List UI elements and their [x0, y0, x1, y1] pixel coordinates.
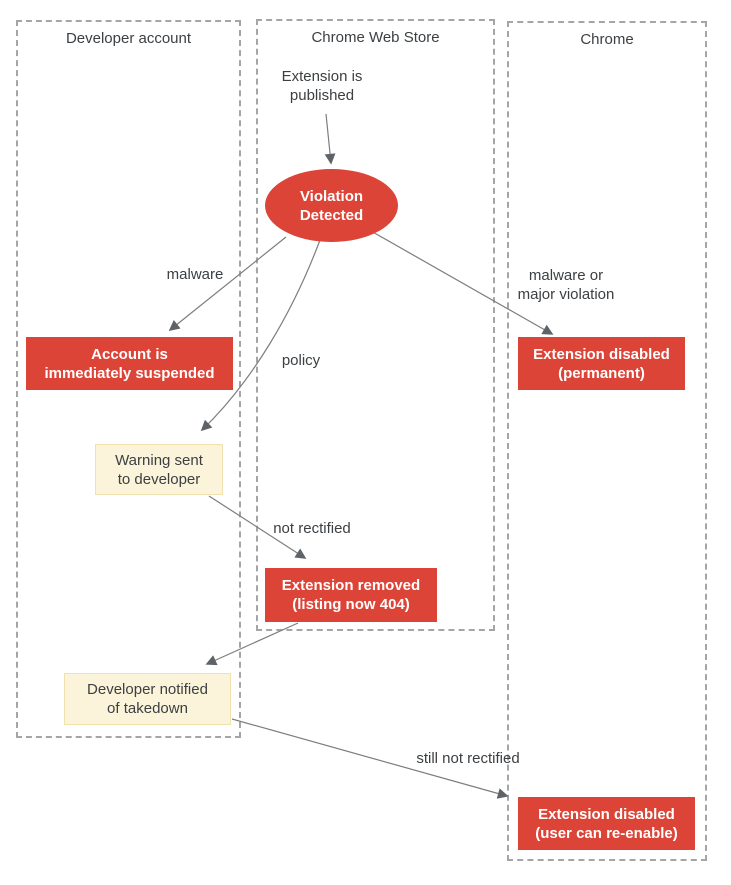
edge-label-malware: malware: [166, 266, 224, 283]
node-violation-detected: Violation Detected: [265, 169, 398, 242]
start-label-extension-published: Extension is published: [281, 68, 363, 104]
node-account-suspended: Account is immediately suspended: [26, 337, 233, 390]
lane-title-developer-account: Developer account: [65, 30, 192, 47]
edge-label-malware-or-major-violation: malware or major violation: [517, 267, 615, 303]
lane-title-chrome: Chrome: [580, 31, 634, 48]
node-extension-removed: Extension removed (listing now 404): [265, 568, 437, 622]
node-extension-disabled-permanent: Extension disabled (permanent): [518, 337, 685, 390]
edge-label-not-rectified: not rectified: [273, 520, 351, 537]
edge-label-still-not-rectified: still not rectified: [416, 750, 520, 767]
lane-chrome-web-store: Chrome Web Store: [256, 19, 495, 631]
node-warning-sent: Warning sent to developer: [95, 444, 223, 495]
edge-label-policy: policy: [281, 352, 321, 369]
lane-title-chrome-web-store: Chrome Web Store: [311, 29, 440, 46]
node-developer-notified: Developer notified of takedown: [64, 673, 231, 725]
node-extension-disabled-reenable: Extension disabled (user can re-enable): [518, 797, 695, 850]
lane-chrome: Chrome: [507, 21, 707, 861]
